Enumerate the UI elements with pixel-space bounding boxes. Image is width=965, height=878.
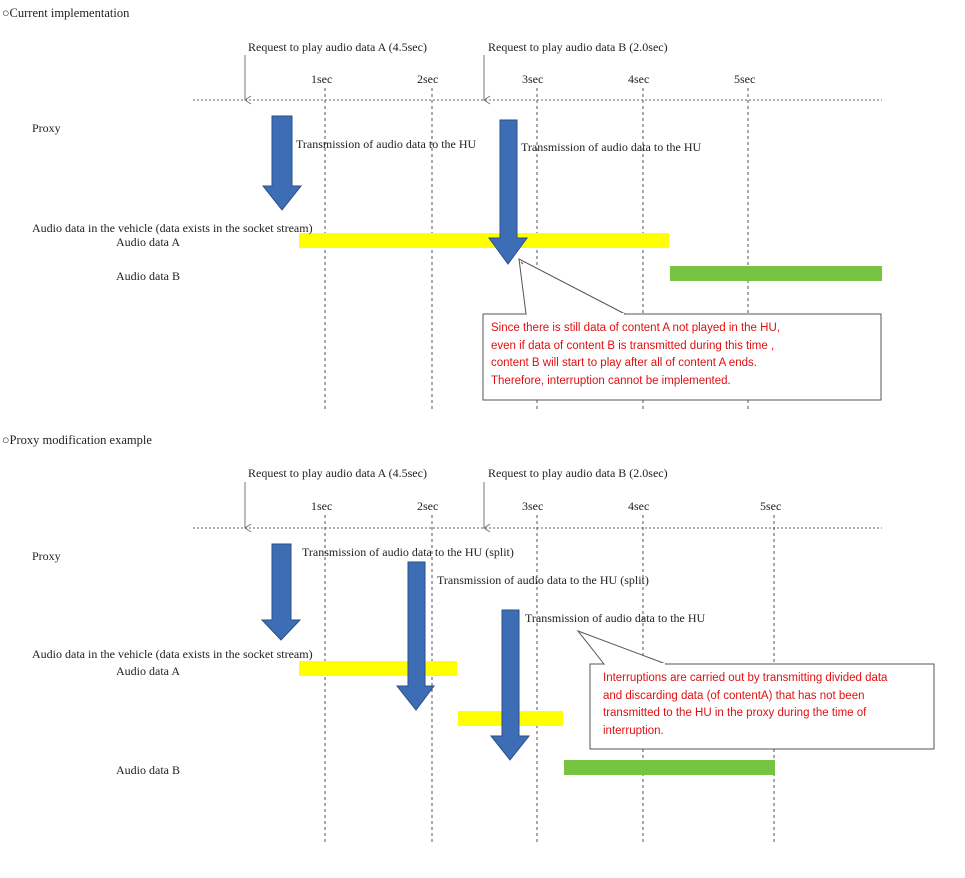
bottom-tick-1: 1sec <box>311 499 333 513</box>
bottom-request-arrows <box>244 482 491 533</box>
bottom-transmit-arrow-3 <box>489 609 531 761</box>
bottom-transmit-1-label: Transmission of audio data to the HU (sp… <box>302 545 514 559</box>
bottom-callout-line-4: interruption. <box>603 724 664 737</box>
top-tick-3: 3sec <box>522 72 544 86</box>
bottom-proxy-label: Proxy <box>32 549 61 563</box>
bottom-tick-2: 2sec <box>417 499 439 513</box>
top-audio-a-label: Audio data A <box>116 235 180 249</box>
bottom-callout <box>576 629 935 750</box>
top-transmit-2-label: Transmission of audio data to the HU <box>521 140 702 154</box>
top-section-title: ○Current implementation <box>2 6 130 20</box>
top-request-b-label: Request to play audio data B (2.0sec) <box>488 40 668 54</box>
top-callout <box>482 258 882 401</box>
bottom-audio-b-label: Audio data B <box>116 763 180 777</box>
bottom-callout-line-2: and discarding data (of contentA) that h… <box>603 689 865 702</box>
bottom-callout-text: Interruptions are carried out by transmi… <box>603 670 887 740</box>
top-transmit-arrow-1 <box>261 115 303 211</box>
bottom-tick-5: 5sec <box>760 499 782 513</box>
bottom-tick-4: 4sec <box>628 499 650 513</box>
bottom-callout-line-3: transmitted to the HU in the proxy durin… <box>603 707 867 719</box>
top-transmit-1-label: Transmission of audio data to the HU <box>296 137 477 151</box>
bottom-transmit-2-label: Transmission of audio data to the HU (sp… <box>437 573 649 587</box>
bottom-transmit-3-label: Transmission of audio data to the HU <box>525 611 706 625</box>
top-tick-1: 1sec <box>311 72 333 86</box>
top-callout-line-4: Therefore, interruption cannot be implem… <box>491 374 731 387</box>
top-vehicle-label: Audio data in the vehicle (data exists i… <box>32 221 313 235</box>
bottom-request-a-label: Request to play audio data A (4.5sec) <box>248 466 427 480</box>
top-request-a-label: Request to play audio data A (4.5sec) <box>248 40 427 54</box>
bottom-vehicle-label: Audio data in the vehicle (data exists i… <box>32 647 313 661</box>
bottom-callout-line-1: Interruptions are carried out by transmi… <box>603 672 888 684</box>
bottom-audio-b-bar <box>564 760 775 775</box>
top-callout-line-1: Since there is still data of content A n… <box>491 322 780 334</box>
bottom-request-b-label: Request to play audio data B (2.0sec) <box>488 466 668 480</box>
top-tick-4: 4sec <box>628 72 650 86</box>
top-callout-line-2: even if data of content B is transmitted… <box>491 339 775 352</box>
top-request-arrows <box>244 55 491 105</box>
bottom-audio-a-bar-1 <box>299 661 457 676</box>
bottom-tick-3: 3sec <box>522 499 544 513</box>
bottom-transmit-arrow-2 <box>395 561 435 711</box>
top-callout-line-3: content B will start to play after all o… <box>491 357 757 369</box>
top-audio-a-bar <box>299 233 669 248</box>
top-audio-b-label: Audio data B <box>116 269 180 283</box>
top-proxy-label: Proxy <box>32 121 61 135</box>
bottom-transmit-arrow-1 <box>260 543 302 641</box>
bottom-section-title: ○Proxy modification example <box>2 433 152 447</box>
top-tick-5: 5sec <box>734 72 756 86</box>
top-transmit-arrow-2 <box>488 119 528 265</box>
bottom-audio-a-label: Audio data A <box>116 664 180 678</box>
top-audio-b-bar <box>670 266 882 281</box>
top-callout-text: Since there is still data of content A n… <box>491 320 780 390</box>
top-tick-2: 2sec <box>417 72 439 86</box>
